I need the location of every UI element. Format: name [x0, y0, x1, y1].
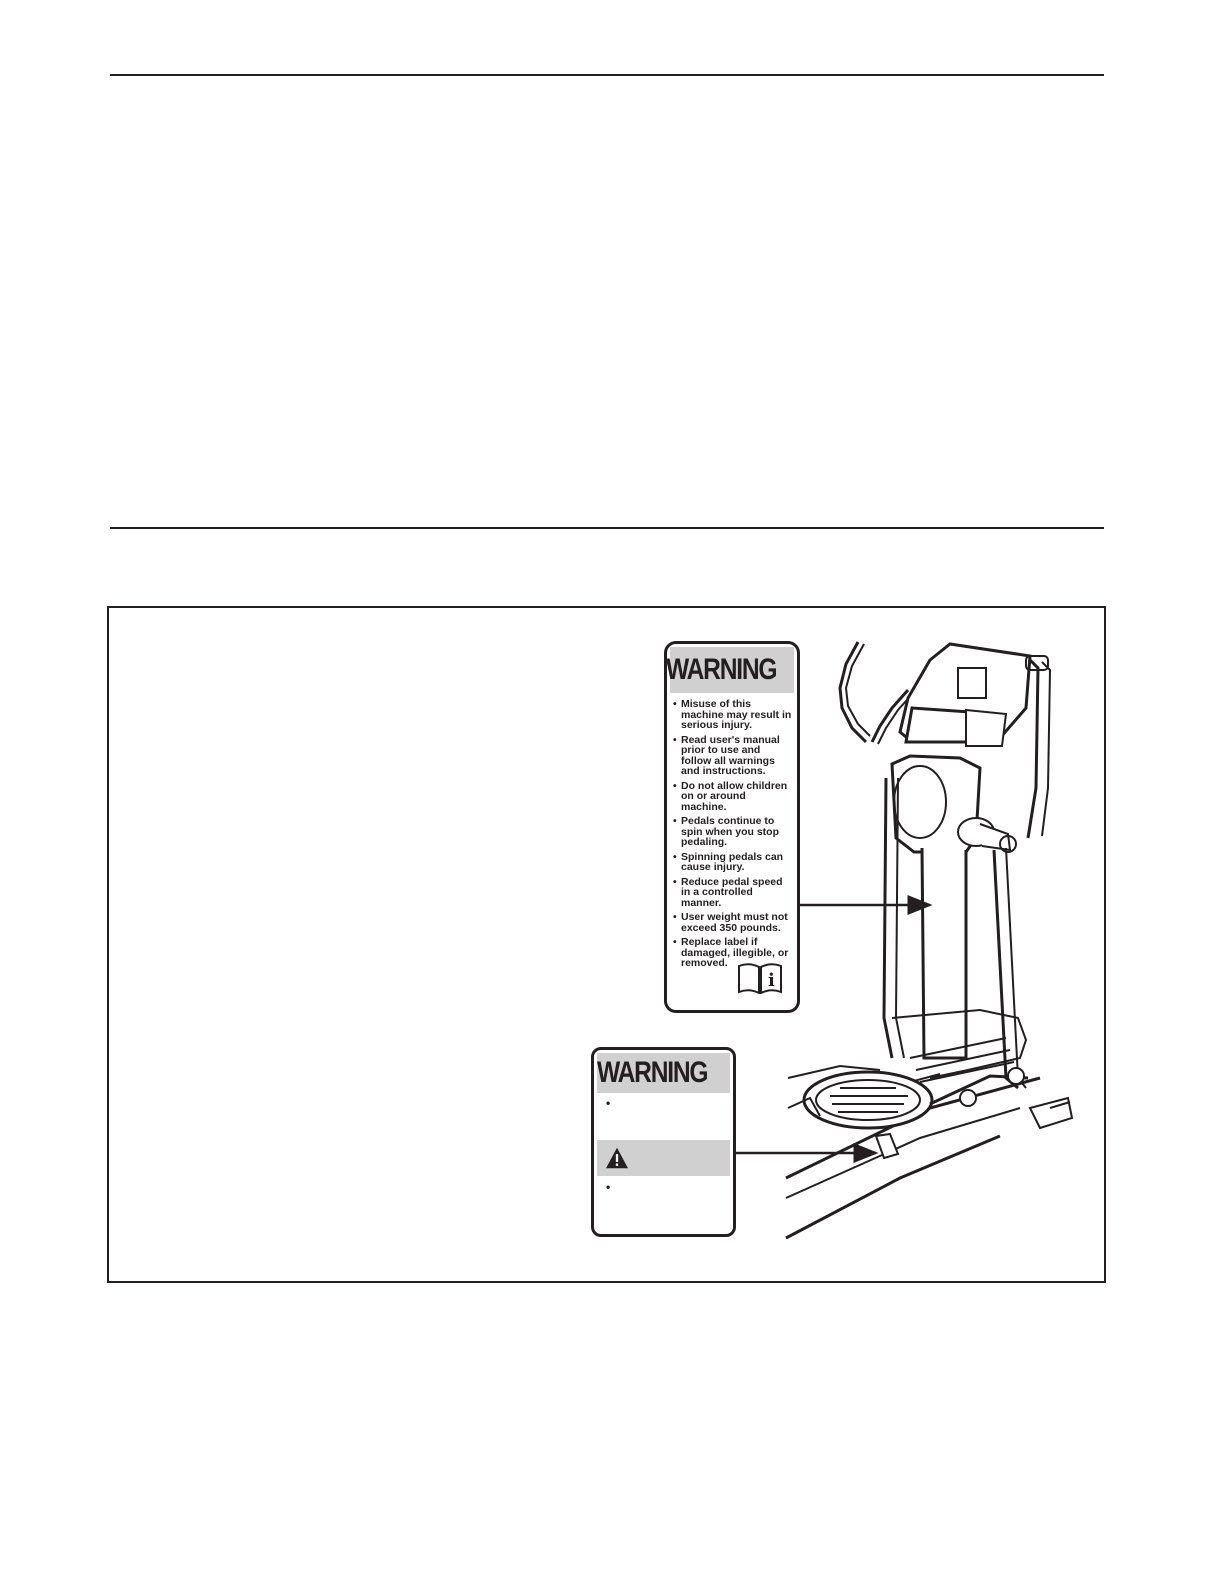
- pedal-warning-label: WARNING • •: [591, 1047, 736, 1237]
- svg-text:i: i: [768, 970, 775, 991]
- list-item: Read user's manual prior to use and foll…: [673, 734, 793, 777]
- main-warning-heading: WARNING: [665, 653, 777, 686]
- main-warning-list: Misuse of this machine may result in ser…: [667, 699, 797, 969]
- list-item: Replace label if damaged, illegible, or …: [673, 937, 793, 969]
- list-item: Spinning pedals can cause injury.: [673, 851, 793, 873]
- pedal-warning-bullet: •: [606, 1096, 611, 1110]
- main-warning-label: WARNING Misuse of this machine may resul…: [664, 641, 800, 1013]
- elliptical-machine-illustration: [785, 641, 1074, 1240]
- warning-triangle-icon: [606, 1147, 628, 1169]
- pedal-warning-bullet: •: [606, 1180, 611, 1194]
- main-warning-header: WARNING: [667, 647, 794, 693]
- list-item: Reduce pedal speed in a controlled manne…: [673, 876, 793, 909]
- pedal-warning-header: WARNING: [597, 1053, 730, 1093]
- list-item: Misuse of this machine may result in ser…: [673, 699, 793, 731]
- caution-band: [597, 1140, 730, 1176]
- list-item: Do not allow children on or around machi…: [673, 780, 793, 813]
- list-item: User weight must not exceed 350 pounds.: [673, 912, 793, 933]
- top-divider: [110, 74, 1104, 76]
- list-item: Pedals continue to spin when you stop pe…: [673, 816, 793, 848]
- pedal-warning-heading: WARNING: [597, 1056, 709, 1089]
- manual-info-icon: i: [738, 963, 782, 994]
- middle-divider: [110, 527, 1104, 529]
- warning-label-panel: [107, 606, 1106, 1283]
